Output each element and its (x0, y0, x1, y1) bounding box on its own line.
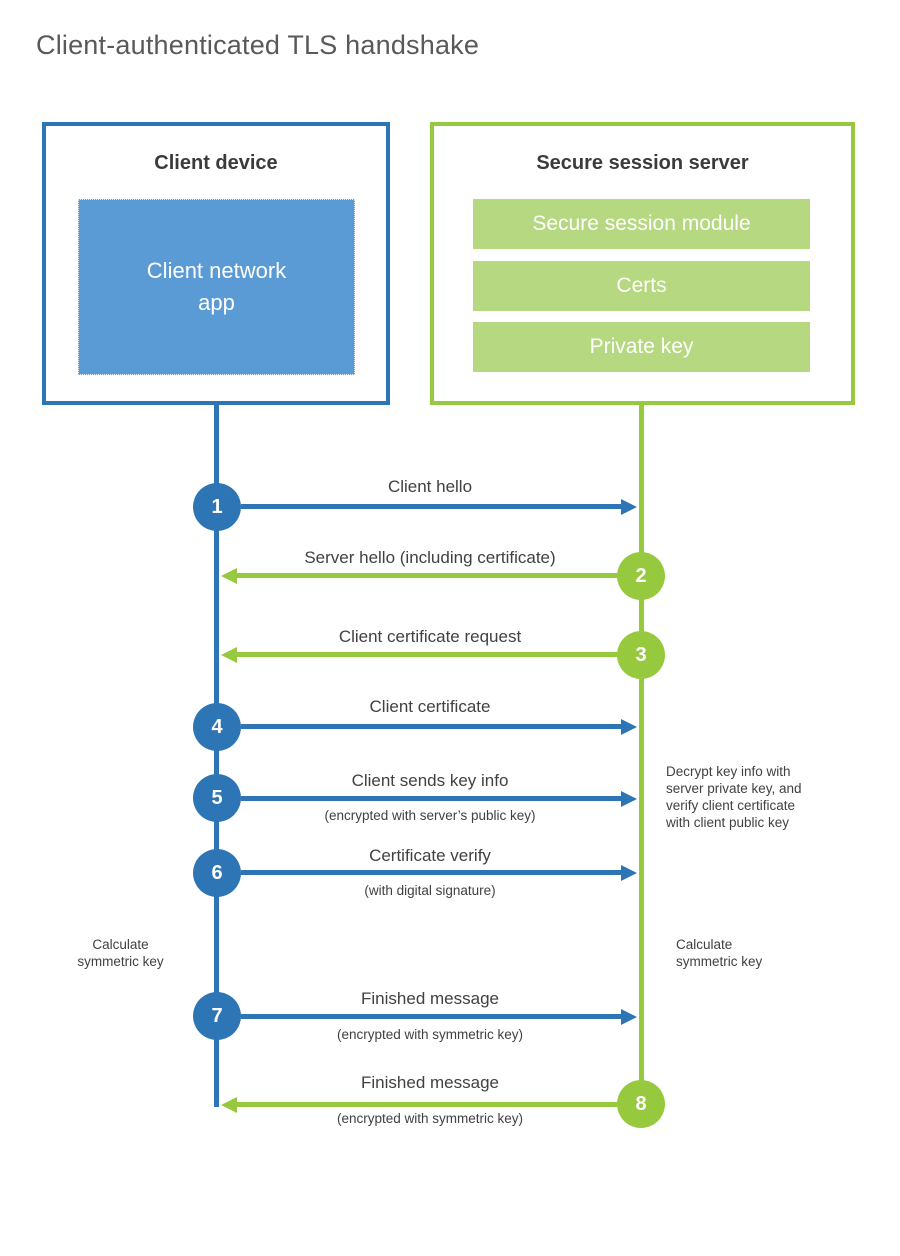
step-7-number: 7 (211, 1004, 223, 1027)
step-8-label: Finished message (361, 1073, 499, 1092)
server-lifeline (639, 405, 644, 1108)
secure-session-server-box: Secure session server Secure session mod… (430, 122, 855, 405)
step-7-label: Finished message (361, 989, 499, 1008)
step-1-arrow-right-icon (241, 504, 621, 509)
step-1-badge: 1 (193, 483, 241, 531)
step-8-badge: 8 (617, 1080, 665, 1128)
calculate-symmetric-key-left-note: Calculate symmetric key (77, 937, 164, 969)
step-2-badge: 2 (617, 552, 665, 600)
page-title: Client-authenticated TLS handshake (36, 30, 480, 60)
step-8-sublabel: (encrypted with symmetric key) (336, 1111, 524, 1126)
client-network-app-box: Client network app (78, 199, 355, 375)
step-6-badge: 6 (193, 849, 241, 897)
private-key-label: Private key (589, 335, 694, 358)
step-4-arrow-right-icon (241, 724, 621, 729)
step-5-number: 5 (211, 786, 223, 809)
step-3-label: Client certificate request (338, 627, 522, 646)
step-6-arrow-right-icon (241, 870, 621, 875)
step-2-label: Server hello (including certificate) (304, 548, 556, 567)
private-key-bar: Private key (473, 322, 810, 372)
client-network-app-label: Client network app (146, 258, 287, 315)
secure-session-module-bar: Secure session module (473, 199, 810, 249)
step-3-number: 3 (635, 643, 647, 666)
step-5-arrow-right-icon (241, 796, 621, 801)
step-2-arrow-left-icon (237, 573, 617, 578)
certs-bar: Certs (473, 261, 810, 311)
step-8-arrow-left-icon (237, 1102, 617, 1107)
calculate-symmetric-key-right-note: Calculate symmetric key (676, 937, 763, 969)
step-7-badge: 7 (193, 992, 241, 1040)
step-5-badge: 5 (193, 774, 241, 822)
step-6-sublabel: (with digital signature) (364, 883, 496, 898)
decrypt-key-info-note: Decrypt key info with server private key… (666, 764, 802, 830)
step-1-number: 1 (211, 495, 223, 518)
certs-label: Certs (616, 274, 667, 297)
step-4-badge: 4 (193, 703, 241, 751)
step-7-sublabel: (encrypted with symmetric key) (336, 1027, 524, 1042)
client-device-box: Client device Client network app (42, 122, 390, 405)
client-device-title: Client device (154, 152, 278, 174)
step-3-badge: 3 (617, 631, 665, 679)
step-6-number: 6 (211, 861, 223, 884)
client-lifeline (214, 405, 219, 1107)
step-5-sublabel: (encrypted with server’s public key) (324, 808, 536, 823)
secure-session-module-label: Secure session module (532, 212, 751, 235)
secure-session-server-title: Secure session server (536, 152, 749, 174)
step-1-label: Client hello (387, 477, 473, 496)
step-7-arrow-right-icon (241, 1014, 621, 1019)
step-5-label: Client sends key info (351, 771, 509, 790)
step-4-label: Client certificate (369, 697, 491, 716)
step-6-label: Certificate verify (369, 846, 491, 865)
step-4-number: 4 (211, 715, 223, 738)
step-2-number: 2 (635, 564, 647, 587)
step-8-number: 8 (635, 1092, 647, 1115)
step-3-arrow-left-icon (237, 652, 617, 657)
